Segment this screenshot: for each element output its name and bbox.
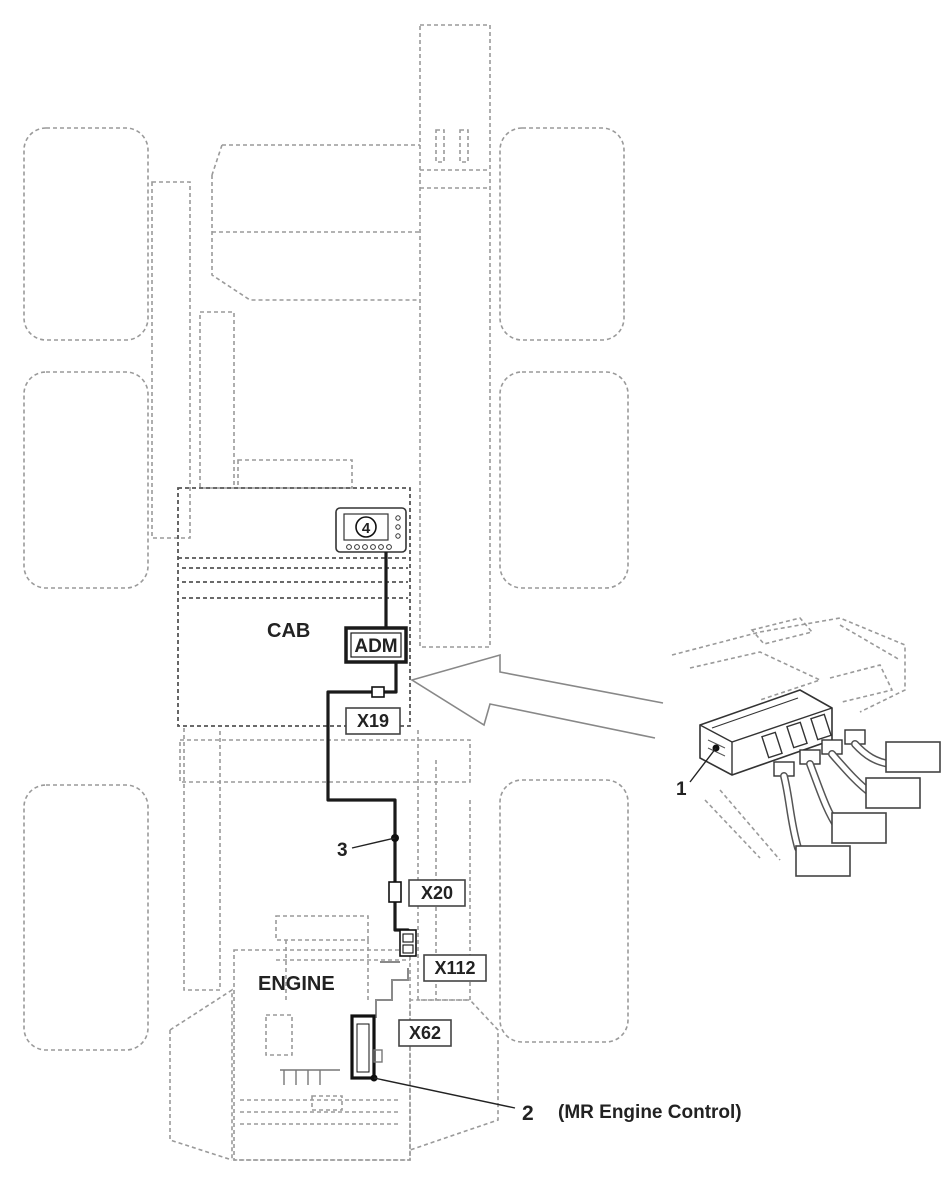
wheel-front-right <box>499 127 625 341</box>
hood-outline <box>211 144 420 301</box>
detail-blank-label-4 <box>795 845 851 877</box>
engine-label: ENGINE <box>258 973 335 995</box>
detail-blank-label-1 <box>885 741 941 773</box>
adm-label: ADM <box>354 636 397 657</box>
rear-body-outline <box>169 988 499 1161</box>
wheel-mid-right <box>499 371 629 589</box>
x62-label: X62 <box>409 1023 441 1043</box>
x20-connector-symbol <box>388 881 402 903</box>
wheel-front-left <box>23 127 149 341</box>
adm-detail-view: 1 <box>671 617 941 877</box>
engine-controller-2 <box>350 1014 516 1109</box>
wheel-rear-right <box>499 779 629 1043</box>
connector-symbols <box>371 686 417 957</box>
adm-module: ADM <box>344 626 408 664</box>
x20-label: X20 <box>421 883 453 903</box>
detail-pointer-arrow <box>410 653 664 739</box>
cab-display-4: 4 <box>335 507 407 553</box>
left-rail <box>151 181 191 539</box>
callout-2: 2 <box>522 1102 534 1125</box>
callout-1: 1 <box>676 779 687 800</box>
cab-outline <box>177 487 411 727</box>
detail-blank-label-3 <box>831 812 887 844</box>
display-number: 4 <box>362 520 371 537</box>
callout-3: 3 <box>337 840 348 861</box>
x112-connector-symbol <box>399 929 417 957</box>
engine-harness-wire <box>375 961 409 1018</box>
wheel-mid-left <box>23 371 149 589</box>
x19-connector-symbol <box>371 686 385 698</box>
front-rail <box>419 24 491 648</box>
connector-labels: X19 X20 X112 X62 <box>345 707 487 1047</box>
tractor-body <box>151 24 499 1161</box>
callout-2-description: (MR Engine Control) <box>558 1102 742 1123</box>
detail-blank-label-2 <box>865 777 921 809</box>
x19-label: X19 <box>357 711 389 731</box>
engine-block <box>233 949 411 1161</box>
x112-label: X112 <box>434 958 475 978</box>
wheel-rear-left <box>23 784 149 1051</box>
tractor-wheels <box>23 127 629 1051</box>
cab-label: CAB <box>267 620 310 642</box>
